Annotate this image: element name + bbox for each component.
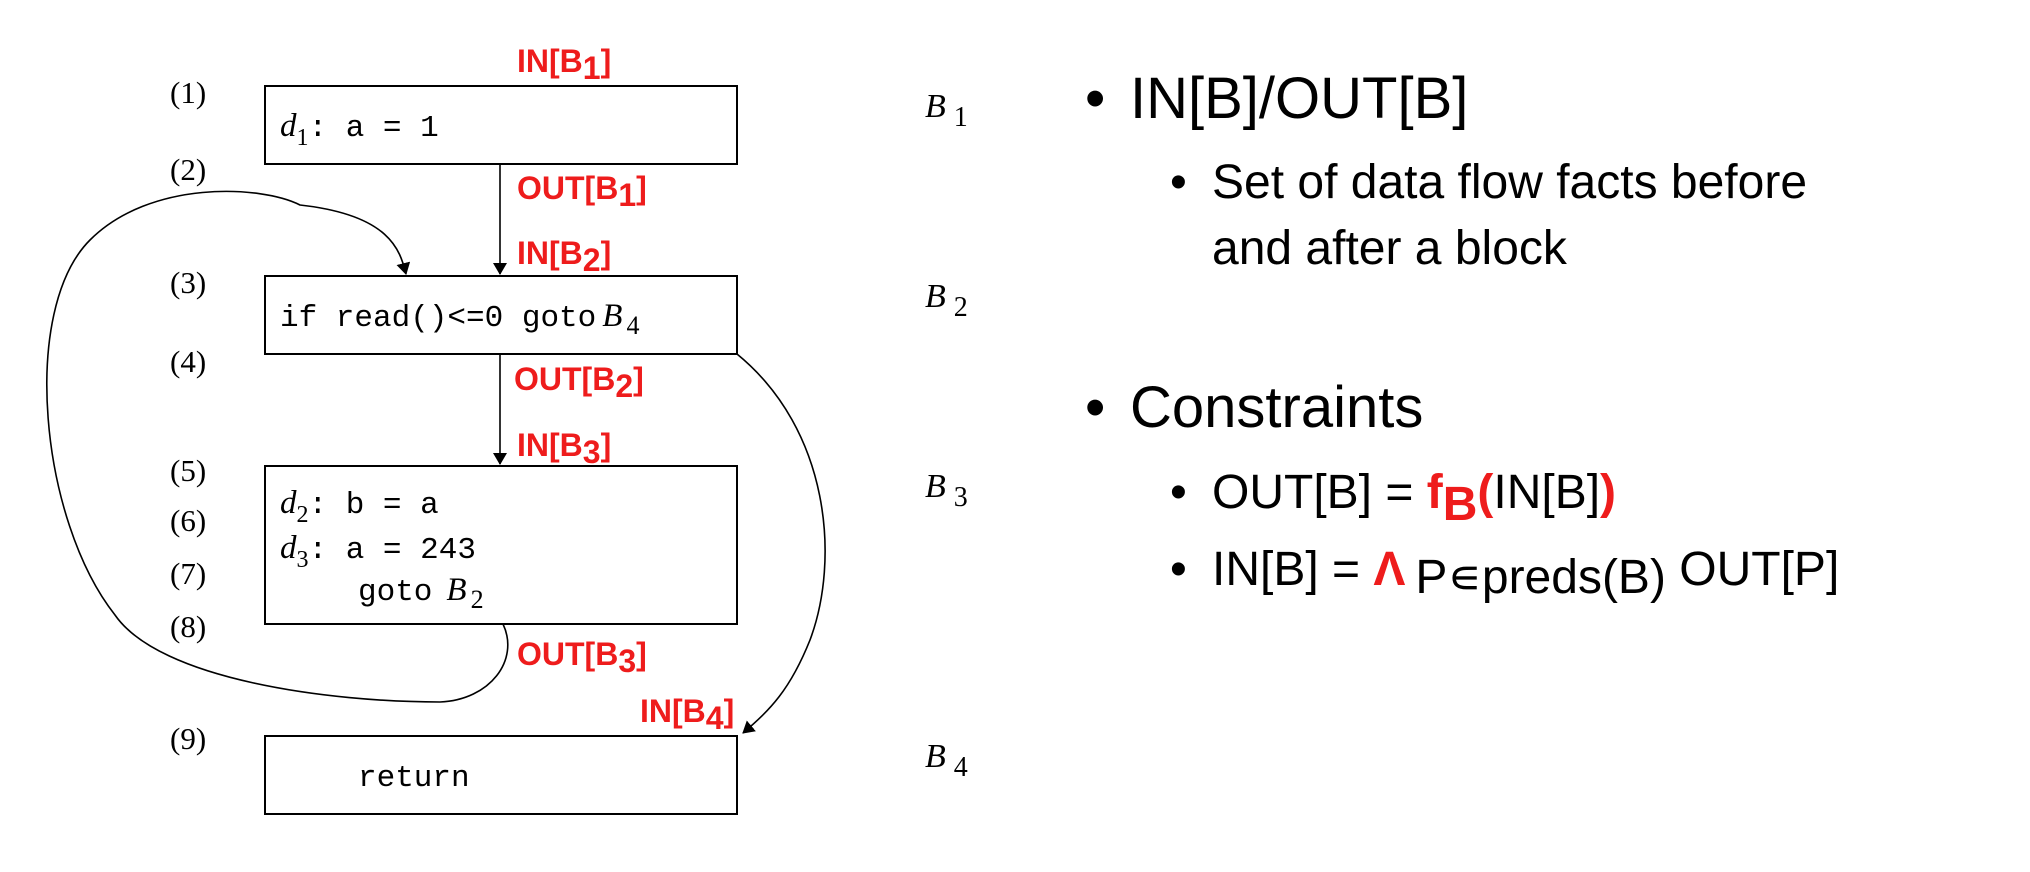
label-in-b4: IN[B4]: [640, 693, 734, 736]
block-b4-code: return: [358, 761, 470, 796]
sub-bullet-desc-line2: and after a block: [1212, 222, 1568, 275]
block-b4-box: [264, 735, 738, 815]
line-number: (4): [170, 344, 206, 379]
sub-bullet-marker: •: [1170, 543, 1187, 596]
label-out-b2: OUT[B2]: [514, 361, 644, 404]
constraint-transfer-equation: OUT[B] = fB(IN[B]): [1212, 466, 1616, 531]
line-number: (6): [170, 503, 206, 538]
line-numbers: (1) (2) (3) (4) (5) (6) (7) (8) (9): [170, 75, 206, 756]
block-b1-code: d1: a = 1: [280, 108, 439, 151]
line-number: (1): [170, 75, 206, 110]
line-number: (2): [170, 152, 206, 187]
block-b1-box: [264, 85, 738, 165]
flow-graph: (1) (2) (3) (4) (5) (6) (7) (8) (9) d1: …: [46, 43, 968, 815]
bullet-marker: •: [1085, 375, 1105, 440]
bullet-title-constraints: Constraints: [1130, 375, 1423, 440]
line-number: (5): [170, 453, 206, 488]
sub-bullet-desc-line1: Set of data flow facts before: [1212, 156, 1807, 209]
bullet-title-inout: IN[B]/OUT[B]: [1130, 66, 1468, 131]
label-in-b3: IN[B3]: [517, 427, 611, 470]
block-b3-box: [264, 465, 738, 625]
block-b3-line2: d3: a = 243: [280, 530, 476, 573]
bullet-marker: •: [1085, 66, 1105, 131]
line-number: (8): [170, 609, 206, 644]
block-b2-box: [264, 275, 738, 355]
flow-labels: IN[B1] OUT[B1] IN[B2] OUT[B2] IN[B3] OUT…: [514, 43, 734, 736]
label-out-b1: OUT[B1]: [517, 170, 647, 213]
line-number: (3): [170, 265, 206, 300]
sub-bullet-marker: •: [1170, 156, 1187, 209]
label-in-b1: IN[B1]: [517, 43, 611, 86]
line-number: (7): [170, 556, 206, 591]
bullet-list: • IN[B]/OUT[B] • Set of data flow facts …: [1085, 66, 1839, 604]
label-in-b2: IN[B2]: [517, 235, 611, 278]
edge-b2-b4: [736, 353, 826, 734]
edges: [46, 164, 826, 734]
block-b3-line1: d2: b = a: [280, 485, 439, 528]
sub-bullet-marker: •: [1170, 466, 1187, 519]
block-b4: return: [264, 735, 738, 815]
block-b1: d1: a = 1: [264, 85, 738, 165]
edge-b3-b2-loop: [46, 190, 509, 703]
label-out-b3: OUT[B3]: [517, 636, 647, 679]
line-number: (9): [170, 721, 206, 756]
